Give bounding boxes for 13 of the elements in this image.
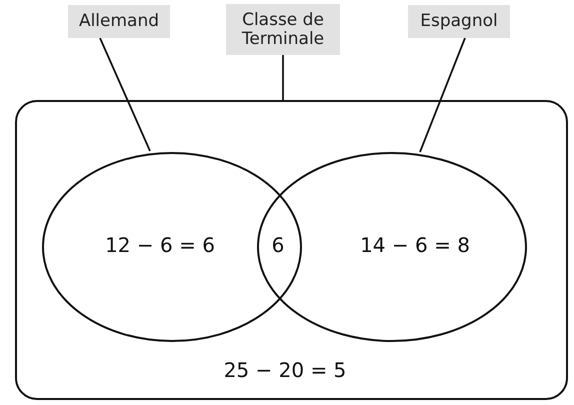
region-count: 12 − 6 = 6 [105, 233, 215, 257]
set-ellipse [42, 152, 302, 342]
label-tag: Espagnol [408, 5, 510, 38]
leader-line [282, 55, 284, 100]
region-count: 25 − 20 = 5 [224, 358, 346, 382]
leader-line [99, 38, 151, 152]
region-count: 14 − 6 = 8 [360, 233, 470, 257]
region-count: 6 [272, 233, 284, 257]
label-tag: Classe de Terminale [226, 4, 340, 55]
leader-line [419, 38, 466, 152]
label-tag: Allemand [68, 5, 170, 38]
set-ellipse [257, 152, 527, 342]
universe-rectangle [15, 100, 568, 400]
